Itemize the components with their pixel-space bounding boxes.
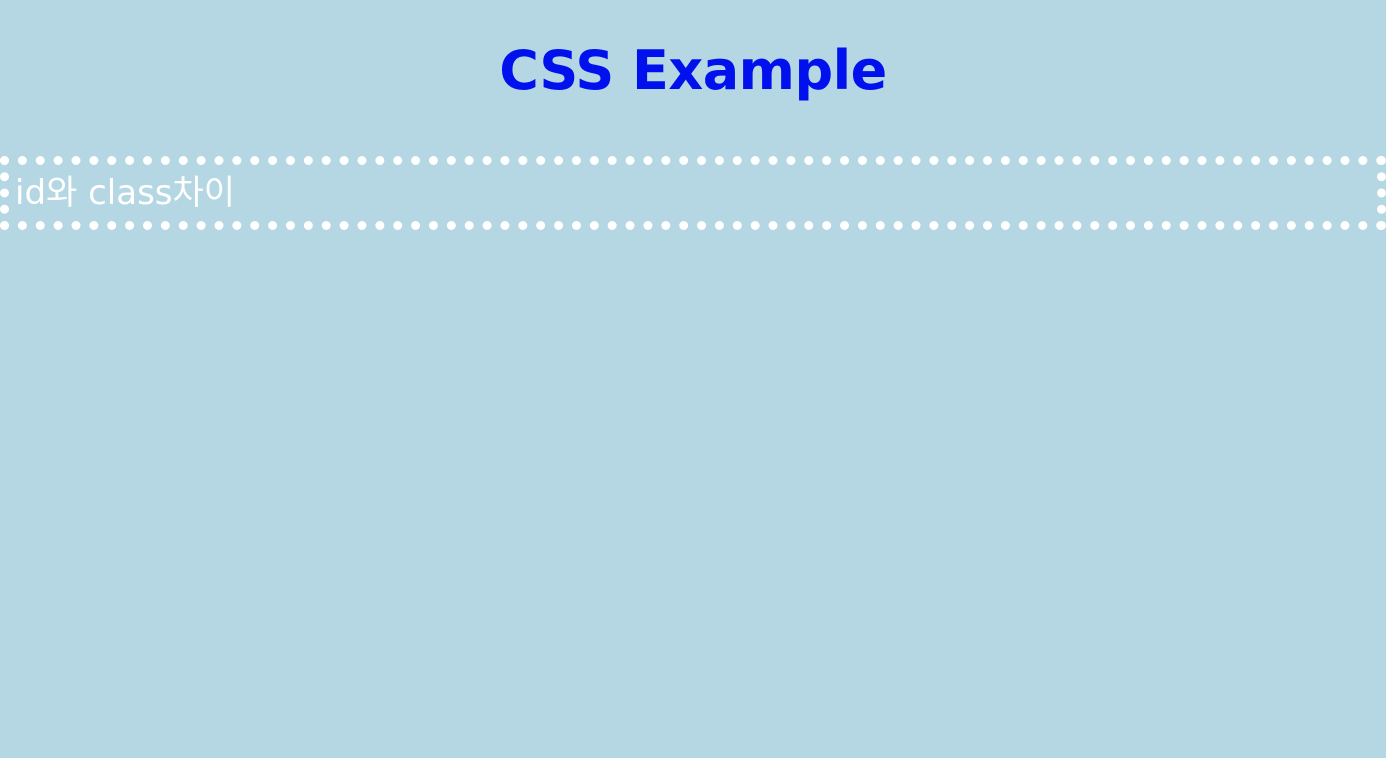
dotted-border-box: id와 class차이 — [0, 156, 1386, 230]
page-title: CSS Example — [499, 39, 887, 102]
box-text: id와 class차이 — [15, 173, 236, 213]
